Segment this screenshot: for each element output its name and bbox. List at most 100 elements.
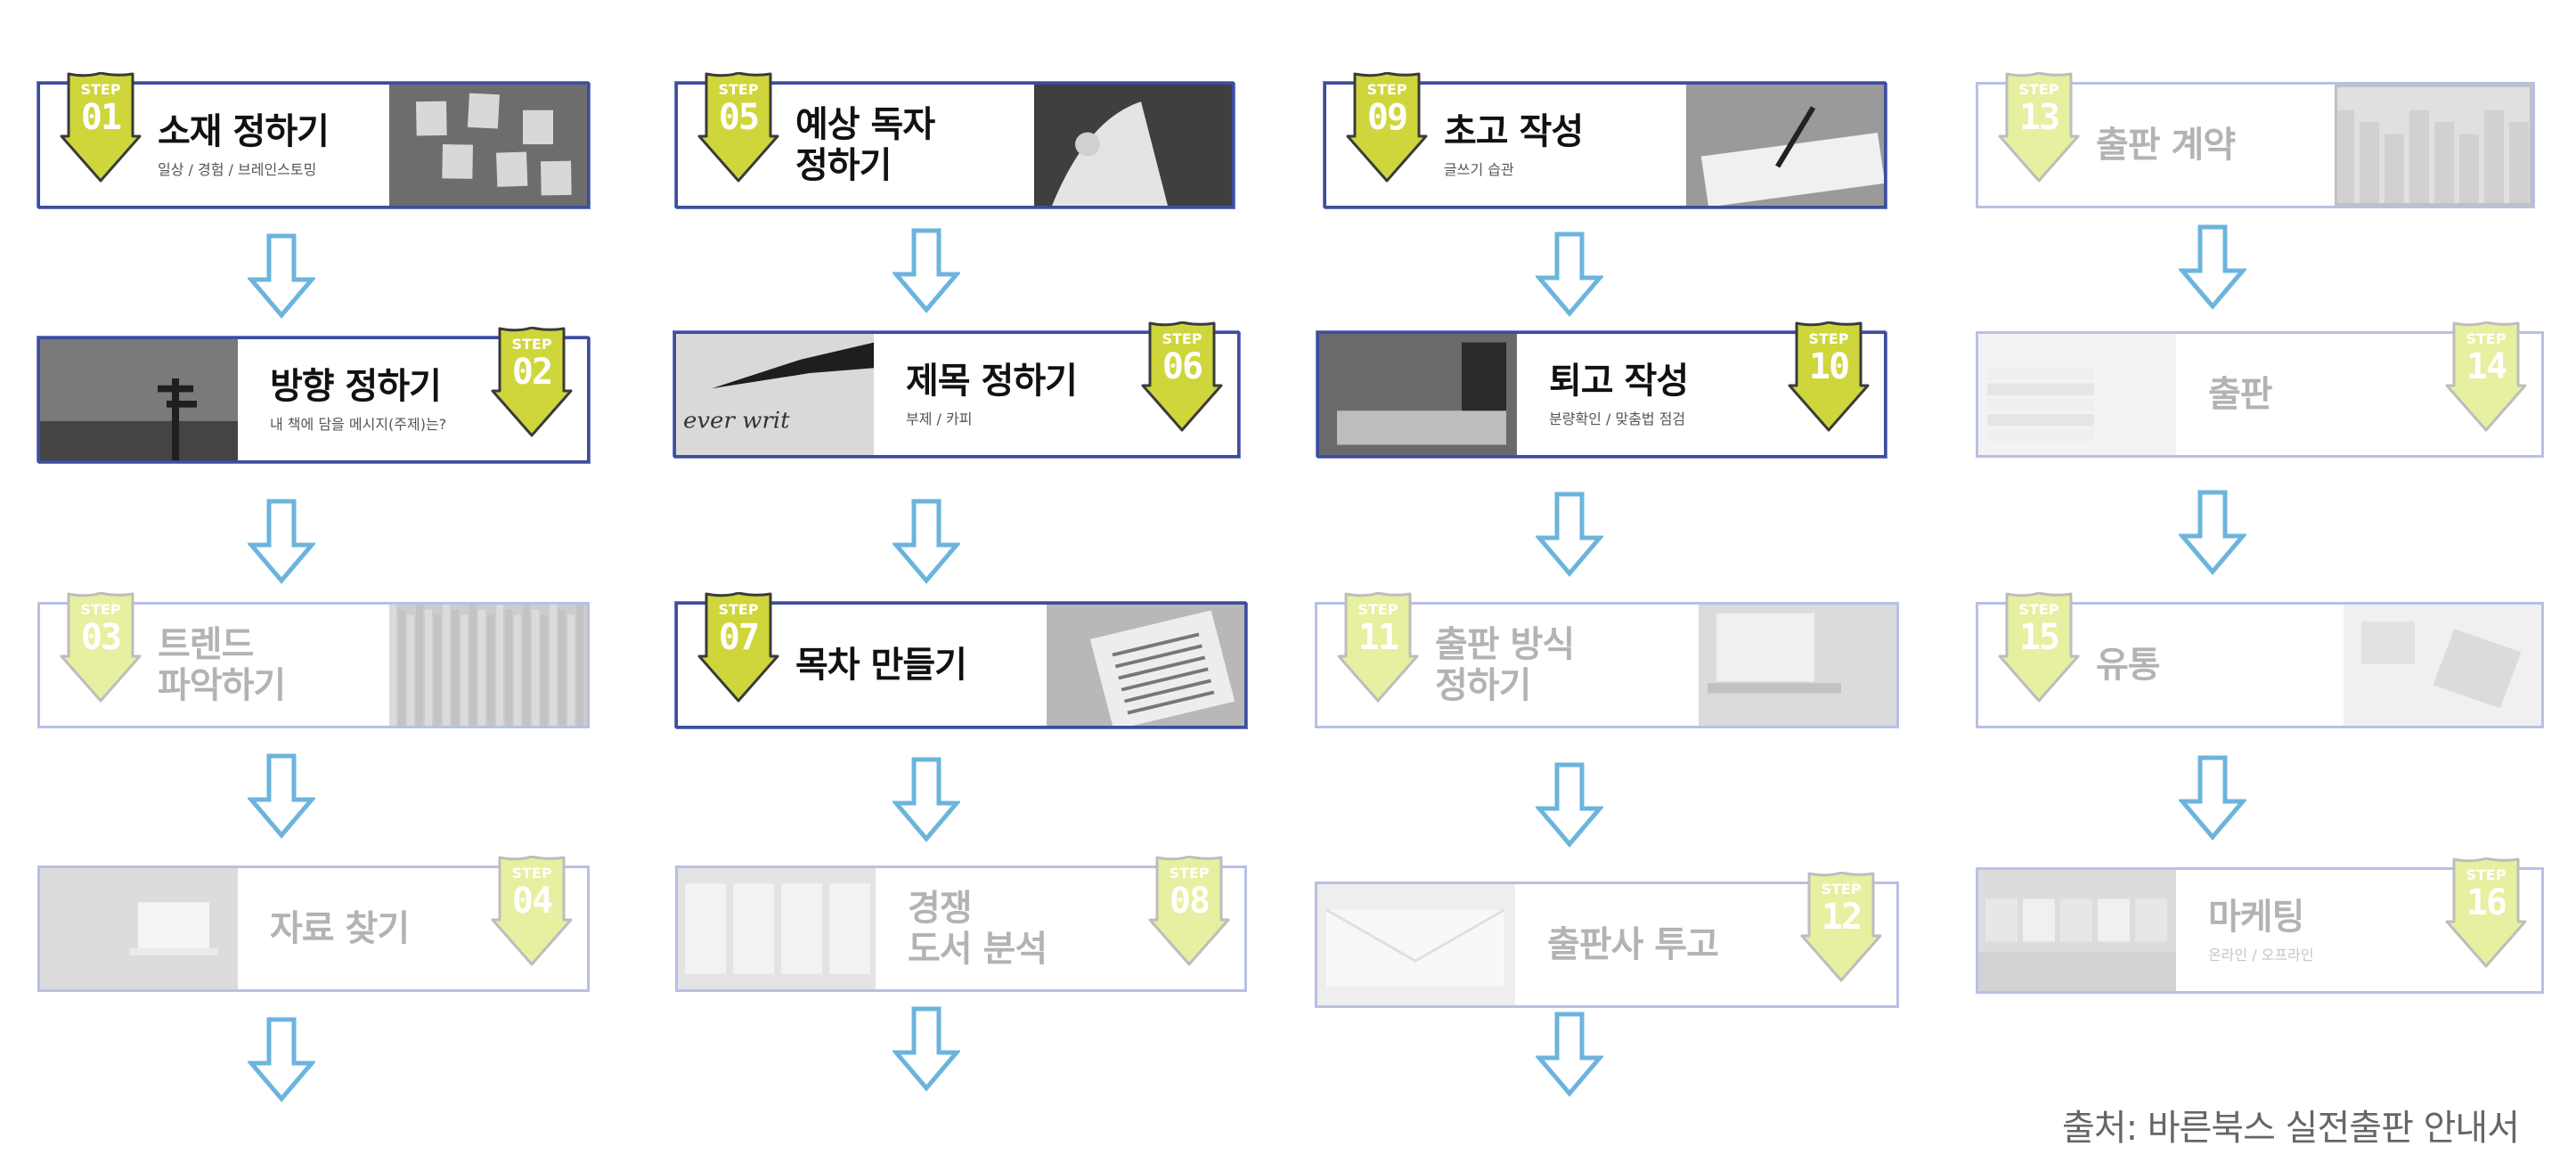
photo-bookshelf: [389, 605, 587, 726]
flow-arrow-down-icon: [248, 233, 315, 319]
step-subtitle: 일상 / 경험 / 브레인스토밍: [158, 161, 317, 178]
photo-city-window: [2335, 85, 2532, 206]
flow-arrow-down-icon: [248, 753, 315, 839]
step-subtitle: 내 책에 담을 메시지(주제)는?: [270, 416, 447, 433]
step-word: STEP: [2018, 81, 2059, 98]
step-number: 14: [2466, 346, 2507, 387]
step-word: STEP: [1366, 81, 1407, 98]
step-word: STEP: [511, 336, 552, 353]
step-subtitle: 글쓰기 습관: [1444, 161, 1514, 178]
photo-parcels: [2344, 605, 2541, 726]
step-title: 파악하기: [158, 665, 286, 706]
step-title: 출판사 투고: [1547, 924, 1719, 965]
step-text: 목차 만들기: [795, 605, 1038, 726]
step-word: STEP: [2018, 601, 2059, 618]
photo-typing: [1319, 334, 1517, 455]
step-title: 자료 찾기: [270, 908, 410, 949]
photo-envelopes: [1317, 884, 1515, 1005]
flow-arrow-down-icon: [1536, 492, 1603, 577]
svg-text:ever writ: ever writ: [683, 408, 790, 434]
step-number: 13: [2018, 97, 2060, 138]
flow-arrow-down-icon: [893, 499, 960, 584]
step-title: 정하기: [795, 145, 892, 186]
flow-arrow-down-icon: [1536, 762, 1603, 848]
flow-arrow-down-icon: [893, 1006, 960, 1092]
photo-notebook: [1047, 605, 1244, 726]
step-word: STEP: [1821, 881, 1862, 898]
photo-signpost: [40, 339, 238, 460]
step-number: 16: [2466, 882, 2507, 923]
photo-shop-display: [1978, 870, 2176, 991]
step-number: 02: [511, 352, 553, 393]
flow-arrow-down-icon: [2179, 755, 2246, 841]
step-title: 출판 계약: [2096, 125, 2236, 166]
step-title: 방향 정하기: [270, 366, 442, 407]
step-word: STEP: [80, 601, 121, 618]
step-title: 제목 정하기: [906, 361, 1078, 402]
step-number: 10: [1808, 346, 1850, 387]
step-subtitle: 온라인 / 오프라인: [2208, 947, 2314, 963]
step-word: STEP: [80, 81, 121, 98]
photo-book-stack: [1978, 334, 2176, 455]
flow-arrow-down-icon: [893, 757, 960, 842]
step-text: 출판사 투고: [1547, 884, 1789, 1005]
photo-laptop-hand: [1699, 605, 1896, 726]
step-word: STEP: [718, 81, 759, 98]
step-title: 경쟁: [908, 888, 973, 929]
step-title: 유통: [2096, 645, 2161, 686]
step-number: 07: [718, 617, 760, 658]
step-word: STEP: [2466, 866, 2507, 883]
step-text: 출판: [2208, 334, 2434, 455]
step-title: 도서 분석: [908, 929, 1048, 970]
step-number: 15: [2018, 617, 2060, 658]
step-word: STEP: [511, 865, 552, 882]
step-number: 06: [1162, 346, 1203, 387]
step-word: STEP: [1162, 330, 1202, 347]
step-subtitle: 부제 / 카피: [906, 410, 973, 427]
photo-laptop-desk: [40, 868, 238, 989]
step-word: STEP: [1169, 865, 1210, 882]
photo-reader: [1034, 85, 1232, 206]
photo-books-open: [678, 868, 876, 989]
step-title: 퇴고 작성: [1549, 361, 1689, 402]
step-title: 정하기: [1435, 665, 1531, 706]
step-title: 출판: [2208, 374, 2273, 415]
step-title: 초고 작성: [1444, 111, 1584, 152]
step-subtitle: 분량확인 / 맞춤법 점검: [1549, 410, 1686, 427]
step-text: 자료 찾기: [270, 868, 480, 989]
